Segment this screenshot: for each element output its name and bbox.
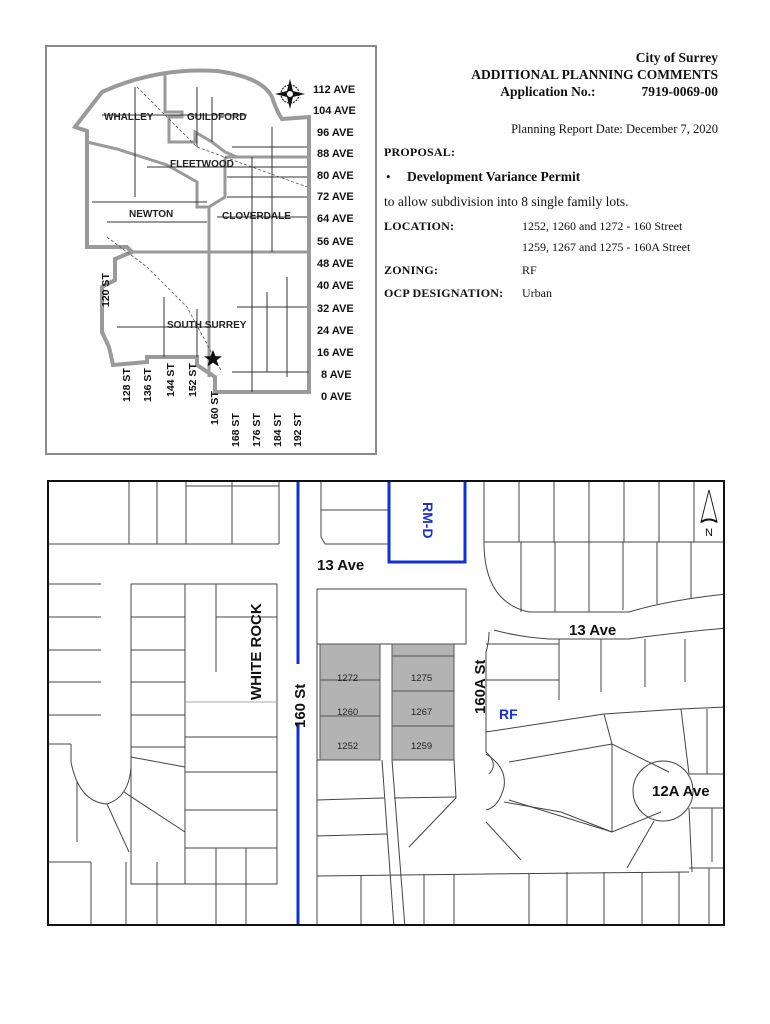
street-160-st: 160 St bbox=[292, 684, 309, 728]
lot-1260 bbox=[319, 679, 381, 717]
ave-label: 72 AVE bbox=[317, 191, 354, 203]
key-map: WHALLEY GUILDFORD FLEETWOOD NEWTON CLOVE… bbox=[45, 45, 377, 455]
st-label: 184 ST bbox=[272, 413, 284, 447]
bullet-icon: • bbox=[386, 169, 391, 184]
ocp-label: OCP DESIGNATION: bbox=[384, 286, 504, 300]
area-guildford: GUILDFORD bbox=[187, 112, 246, 123]
location-line-1: 1252, 1260 and 1272 - 160 Street bbox=[522, 219, 683, 233]
st-label: 152 ST bbox=[187, 363, 199, 397]
compass-rose-icon bbox=[275, 79, 305, 109]
st-label: 128 ST bbox=[121, 368, 133, 402]
site-map: 1272 1260 1252 1275 1267 1259 13 Ave 13 … bbox=[47, 480, 725, 926]
ave-label: 40 AVE bbox=[317, 280, 354, 292]
city-name: City of Surrey bbox=[635, 50, 718, 65]
lot-1259 bbox=[391, 725, 455, 761]
permit-type: Development Variance Permit bbox=[407, 169, 581, 184]
ave-label: 104 AVE bbox=[313, 105, 356, 117]
ave-label: 16 AVE bbox=[317, 347, 354, 359]
lot-number: 1259 bbox=[411, 741, 432, 752]
lot-number: 1260 bbox=[337, 707, 358, 718]
lot-1275 bbox=[391, 655, 455, 692]
document-title: ADDITIONAL PLANNING COMMENTS bbox=[471, 67, 718, 82]
street-13-ave-west: 13 Ave bbox=[317, 557, 364, 574]
report-date: Planning Report Date: December 7, 2020 bbox=[511, 122, 718, 136]
lot-number: 1272 bbox=[337, 673, 358, 684]
star-icon bbox=[204, 350, 222, 367]
ocp-value: Urban bbox=[522, 286, 552, 300]
proposal-label: PROPOSAL: bbox=[384, 145, 456, 159]
north-arrow-icon: N bbox=[700, 489, 718, 539]
zone-rf-label: RF bbox=[499, 706, 518, 722]
street-160a-st: 160A St bbox=[472, 660, 489, 714]
subject-lots bbox=[319, 643, 455, 761]
area-whalley: WHALLEY bbox=[104, 112, 154, 123]
ave-label: 96 AVE bbox=[317, 127, 354, 139]
area-newton: NEWTON bbox=[129, 209, 173, 220]
lot-number: 1267 bbox=[411, 707, 432, 718]
ave-label: 88 AVE bbox=[317, 148, 354, 160]
north-label: N bbox=[705, 527, 713, 539]
location-label: LOCATION: bbox=[384, 219, 455, 233]
st-label: 192 ST bbox=[292, 413, 304, 447]
area-south-surrey: SOUTH SURREY bbox=[167, 320, 247, 331]
ave-label: 32 AVE bbox=[317, 303, 354, 315]
ave-label: 0 AVE bbox=[321, 391, 352, 403]
st-label: 168 ST bbox=[230, 413, 242, 447]
area-fleetwood: FLEETWOOD bbox=[170, 159, 234, 170]
ave-label: 64 AVE bbox=[317, 213, 354, 225]
location-line-2: 1259, 1267 and 1275 - 160A Street bbox=[522, 240, 691, 254]
area-cloverdale: CLOVERDALE bbox=[222, 211, 291, 222]
zoning-label: ZONING: bbox=[384, 263, 439, 277]
proposal-description: to allow subdivision into 8 single famil… bbox=[384, 194, 629, 209]
street-12a-ave: 12A Ave bbox=[652, 783, 710, 800]
application-label: Application No.: bbox=[500, 84, 596, 99]
ave-label: 8 AVE bbox=[321, 369, 352, 381]
st-label: 120 ST bbox=[100, 273, 112, 307]
zone-rmd-label: RM-D bbox=[420, 502, 436, 539]
zoning-value: RF bbox=[522, 263, 537, 277]
lot-1267 bbox=[391, 690, 455, 727]
st-label: 160 ST bbox=[209, 391, 221, 425]
st-label: 136 ST bbox=[142, 368, 154, 402]
lot-1252 bbox=[319, 715, 381, 761]
st-label: 176 ST bbox=[251, 413, 263, 447]
ave-label: 56 AVE bbox=[317, 236, 354, 248]
surrey-boundary bbox=[71, 68, 311, 394]
st-label: 144 ST bbox=[165, 363, 177, 397]
application-number: 7919-0069-00 bbox=[641, 84, 719, 99]
street-13-ave-east: 13 Ave bbox=[569, 622, 616, 639]
lot-number: 1252 bbox=[337, 741, 358, 752]
lot-number: 1275 bbox=[411, 673, 432, 684]
ave-label: 80 AVE bbox=[317, 170, 354, 182]
lot-1272 bbox=[319, 643, 381, 681]
rmd-zone-outline bbox=[387, 482, 467, 564]
ave-label: 112 AVE bbox=[313, 84, 355, 96]
lot-remnant bbox=[391, 643, 455, 657]
ave-label: 48 AVE bbox=[317, 258, 354, 270]
application-number-row: Application No.: 7919-0069-00 bbox=[500, 83, 718, 100]
ave-label: 24 AVE bbox=[317, 325, 354, 337]
area-white-rock: WHITE ROCK bbox=[248, 603, 265, 700]
